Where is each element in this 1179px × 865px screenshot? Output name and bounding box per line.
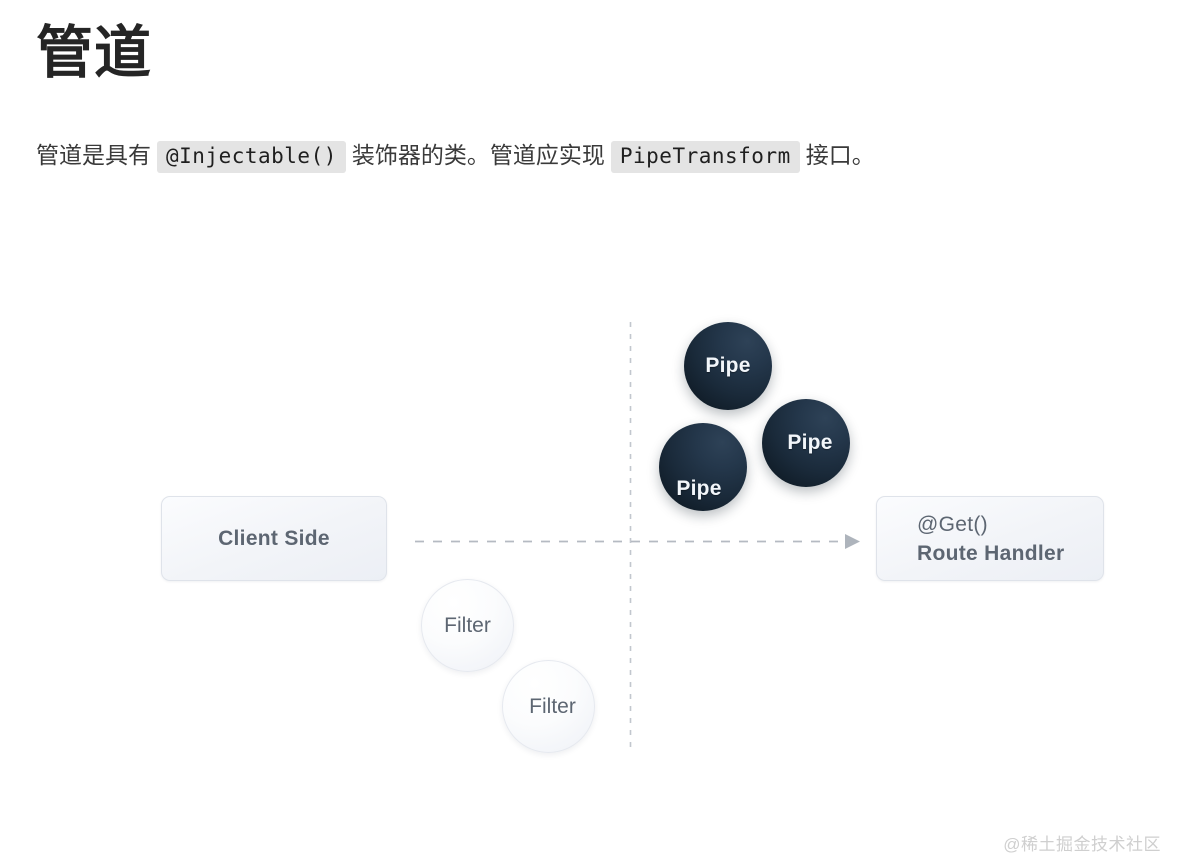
route-handler-label: @Get() Route Handler <box>917 510 1064 568</box>
route-handler-box[interactable]: @Get() Route Handler <box>876 496 1104 581</box>
route-handler-name: Route Handler <box>917 541 1065 565</box>
pipe-circle[interactable]: Pipe <box>659 423 747 511</box>
intro-text-segment-2: 装饰器的类。管道应实现 <box>351 142 605 168</box>
intro-text-segment-1: 管道是具有 <box>36 142 151 168</box>
pipe-circle[interactable]: Pipe <box>762 399 850 487</box>
filter-circle-label: Filter <box>529 694 576 718</box>
filter-circle-label: Filter <box>444 613 491 637</box>
pipe-circle-label: Pipe <box>705 354 751 377</box>
page-title: 管道 <box>36 21 152 85</box>
filter-circle[interactable]: Filter <box>502 660 595 753</box>
inline-code-injectable: @Injectable() <box>157 141 346 173</box>
pipe-circle-label: Pipe <box>676 477 722 500</box>
filter-circle[interactable]: Filter <box>421 579 514 672</box>
client-side-label: Client Side <box>218 527 330 550</box>
intro-text-segment-3: 接口。 <box>805 142 875 168</box>
watermark: @稀土掘金技术社区 <box>1003 835 1161 854</box>
client-side-box[interactable]: Client Side <box>161 496 387 581</box>
pipe-circle-label: Pipe <box>787 431 833 454</box>
pipe-circle[interactable]: Pipe <box>684 322 772 410</box>
route-handler-decorator: @Get() <box>917 512 988 536</box>
inline-code-pipetransform: PipeTransform <box>610 141 800 173</box>
